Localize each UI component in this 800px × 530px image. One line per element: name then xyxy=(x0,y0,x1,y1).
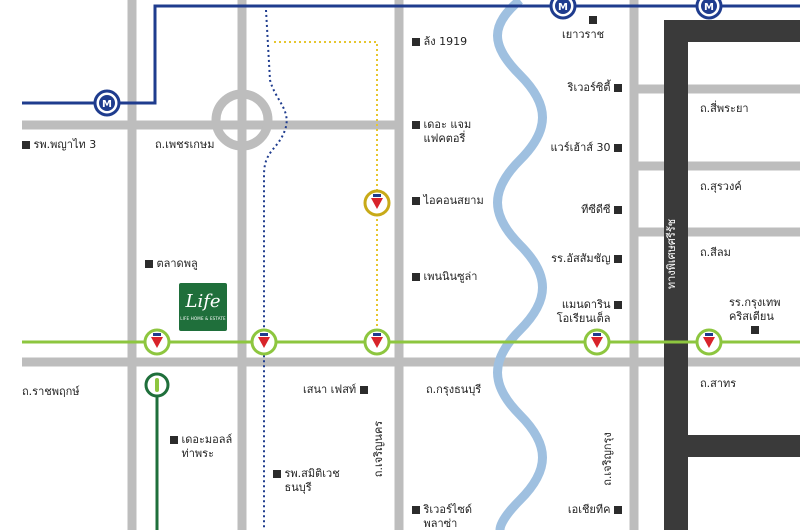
gold-line xyxy=(274,41,378,342)
label-expressway: ทางพิเศษศรีรัช xyxy=(665,218,679,290)
label-assumption: รร.อัสสัมชัญ xyxy=(520,252,622,266)
project-logo: Life LIFE HOME & ESTATE xyxy=(179,283,227,331)
label-phetkasem: ถ.เพชรเกษม xyxy=(155,138,215,151)
bts-station-1 xyxy=(143,328,171,356)
label-surawong: ถ.สุรวงค์ xyxy=(700,180,742,193)
label-talat-phlu: ตลาดพลู xyxy=(145,257,198,271)
mrt-station-1: M xyxy=(93,89,121,117)
poi-marker-icon xyxy=(614,301,622,309)
label-phyathai3: รพ.พญาไท 3 xyxy=(22,138,96,152)
chao-phraya-river xyxy=(493,0,547,530)
label-warehouse-30: แวร์เฮ้าส์ 30 xyxy=(520,141,622,155)
label-yaowarat: เยาวราช xyxy=(562,28,605,41)
label-iconsiam: ไอคอนสยาม xyxy=(412,194,484,208)
bts-station-4 xyxy=(583,328,611,356)
dark-green-station xyxy=(144,372,170,398)
svg-text:M: M xyxy=(102,99,112,110)
bts-station-2 xyxy=(250,328,278,356)
svg-text:M: M xyxy=(704,2,714,13)
poi-marker-icon xyxy=(614,144,622,152)
label-yaowarat-marker xyxy=(589,13,597,27)
svg-text:M: M xyxy=(558,2,568,13)
label-krungthonburi: ถ.กรุงธนบุรี xyxy=(426,383,482,396)
poi-marker-icon xyxy=(751,326,759,334)
label-charoennakhon: ถ.เจริญนคร xyxy=(372,420,386,478)
gold-line-station xyxy=(363,189,391,217)
poi-marker-icon xyxy=(614,506,622,514)
purple-dotted-line xyxy=(263,9,288,530)
label-lhong-1919: ล้ง 1919 xyxy=(412,35,467,49)
label-bangkok-christian: รร.กรุงเทพ คริสเตียน xyxy=(729,296,781,334)
label-charoenkrung: ถ.เจริญกรุง xyxy=(600,432,614,486)
label-silom: ถ.สีลม xyxy=(700,246,731,259)
poi-marker-icon xyxy=(359,386,368,394)
poi-marker-icon xyxy=(412,506,420,514)
poi-marker-icon xyxy=(589,16,597,24)
label-siphraya: ถ.สี่พระยา xyxy=(700,102,749,115)
poi-marker-icon xyxy=(145,260,153,268)
mrt-station-2: M xyxy=(549,0,577,20)
label-tcdc: ทีซีดีซี xyxy=(540,203,622,217)
bts-station-5 xyxy=(695,328,723,356)
label-ratchaphruek: ถ.ราชพฤกษ์ xyxy=(22,385,80,398)
label-sathorn: ถ.สาทร xyxy=(700,377,737,390)
poi-marker-icon xyxy=(412,273,420,281)
poi-marker-icon xyxy=(412,121,420,129)
mrt-station-3: M xyxy=(695,0,723,20)
label-riverside-plaza: ริเวอร์ไซด์ พลาซ่า xyxy=(412,503,472,530)
bts-station-3 xyxy=(363,328,391,356)
label-river-city: ริเวอร์ซิตี้ xyxy=(540,81,622,95)
expressway xyxy=(664,20,800,530)
project-logo-title: Life xyxy=(185,291,221,312)
project-logo-subtitle: LIFE HOME & ESTATE xyxy=(180,316,226,321)
poi-marker-icon xyxy=(614,206,622,214)
poi-marker-icon xyxy=(22,141,30,149)
poi-marker-icon xyxy=(170,436,178,444)
poi-marker-icon xyxy=(412,197,420,205)
mrt-blue-line xyxy=(22,4,800,105)
label-sena-fest: เสนา เฟสท์ xyxy=(303,383,368,397)
roundabout xyxy=(211,89,273,151)
label-samitivej: รพ.สมิติเวช ธนบุรี xyxy=(273,467,340,495)
poi-marker-icon xyxy=(273,470,281,478)
label-peninsula: เพนนินซูล่า xyxy=(412,270,477,284)
roads xyxy=(22,0,800,530)
poi-marker-icon xyxy=(412,38,420,46)
poi-marker-icon xyxy=(614,84,622,92)
label-the-mall-thapra: เดอะมอลล์ ท่าพระ xyxy=(170,433,232,461)
label-jam-factory: เดอะ แจม แฟคตอรี่ xyxy=(412,118,471,146)
label-asiatique: เอเชียทีค xyxy=(540,503,622,517)
label-mandarin: แมนดาริน โอเรียนเต็ล xyxy=(520,298,622,326)
poi-marker-icon xyxy=(614,255,622,263)
